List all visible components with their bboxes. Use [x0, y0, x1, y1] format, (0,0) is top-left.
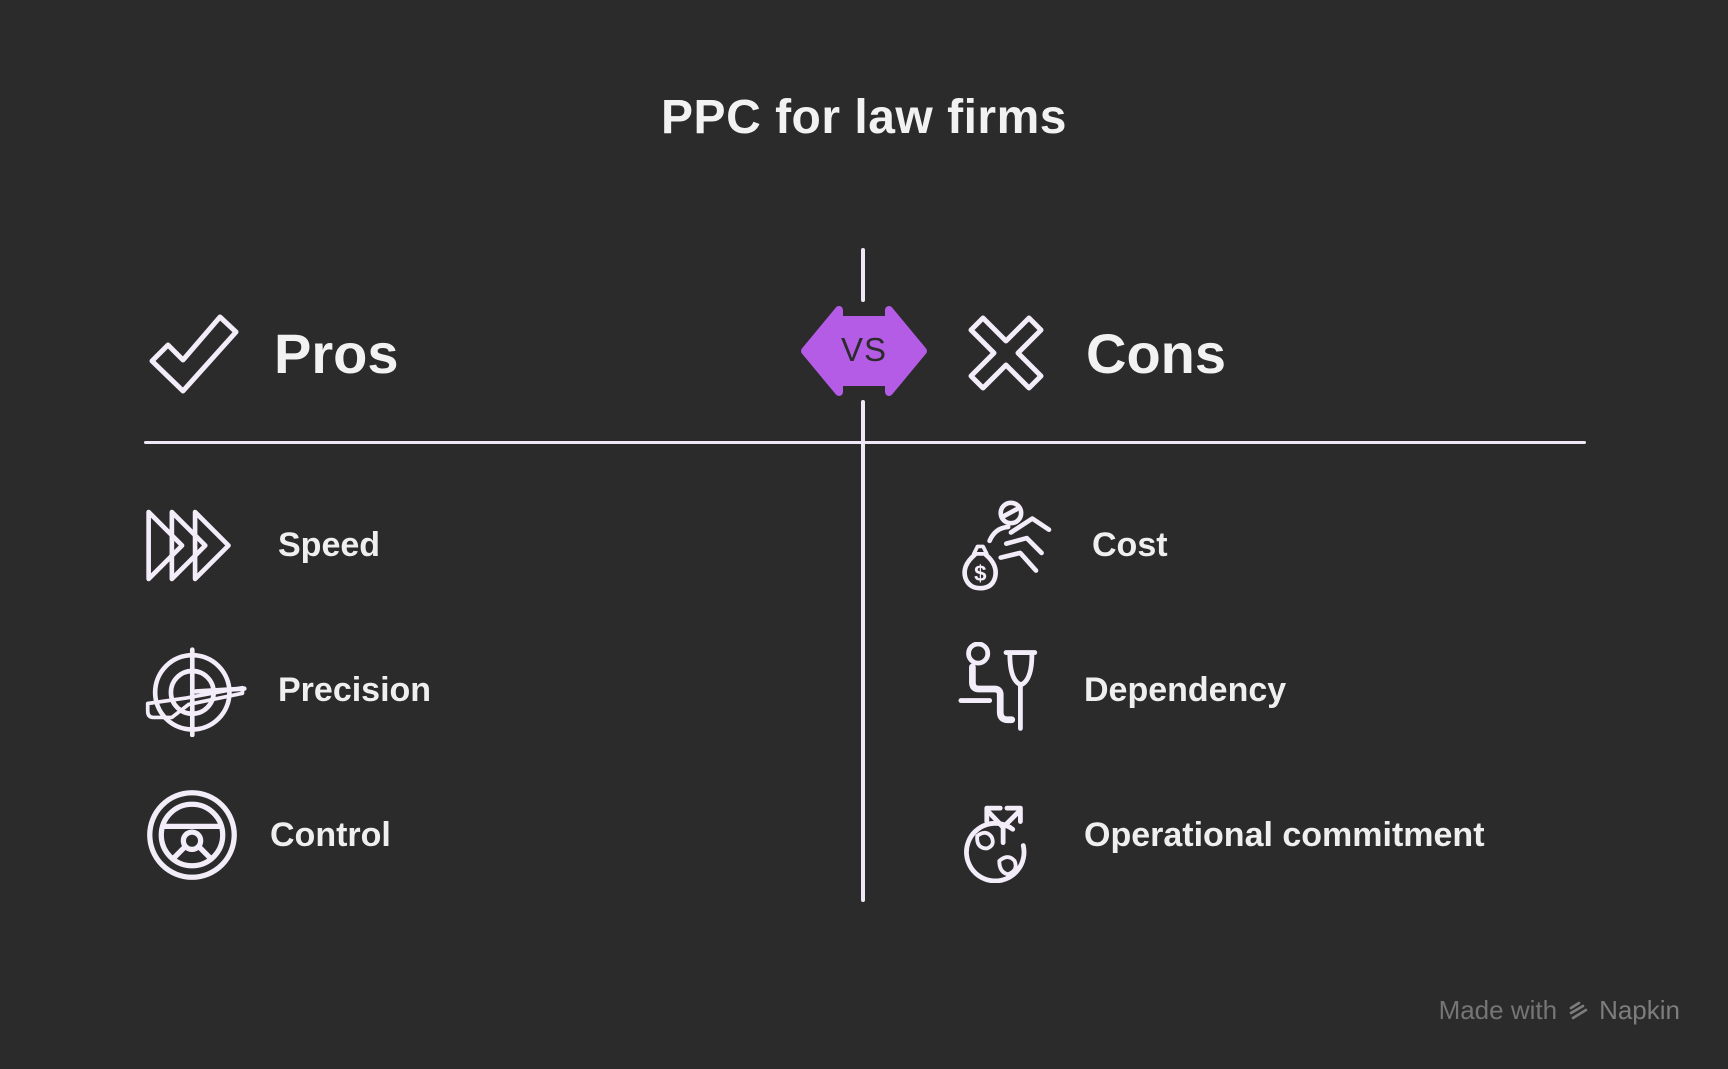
money-bag-runner-icon: $: [958, 499, 1062, 592]
list-item-cost: $ Cost: [958, 497, 1168, 593]
list-item-label: Dependency: [1084, 670, 1287, 709]
list-item-label: Operational commitment: [1084, 815, 1485, 854]
vertical-divider-bottom: [861, 400, 865, 902]
list-item-control: Control: [144, 787, 391, 883]
globe-arrows-icon: [958, 787, 1054, 883]
list-item-operational-commitment: Operational commitment: [958, 787, 1485, 883]
list-item-dependency: Dependency: [958, 642, 1286, 738]
target-rifle-icon: [144, 644, 248, 737]
vs-badge: VS: [801, 306, 927, 396]
vs-double-arrow-badge: [801, 306, 927, 396]
cons-header: Cons: [956, 298, 1226, 408]
cons-header-label: Cons: [1086, 321, 1226, 385]
fast-forward-icon: [144, 499, 248, 592]
list-item-label: Control: [270, 815, 391, 854]
x-icon: [956, 303, 1056, 403]
list-item-label: Precision: [278, 670, 432, 709]
list-item-label: Speed: [278, 525, 381, 564]
person-crutch-icon: [958, 642, 1054, 738]
watermark-prefix: Made with: [1438, 995, 1558, 1025]
vs-label: VS: [840, 331, 888, 368]
pros-header-label: Pros: [274, 321, 399, 385]
page-title: PPC for law firms: [661, 91, 1067, 144]
napkin-logo-icon: [1566, 999, 1590, 1023]
steering-wheel-icon: [144, 787, 240, 883]
watermark-brand: Napkin: [1599, 995, 1680, 1025]
horizontal-divider: [144, 441, 1586, 444]
vertical-divider-top: [861, 248, 865, 302]
pros-header: Pros: [144, 298, 399, 408]
list-item-precision: Precision: [144, 642, 431, 738]
watermark: Made with Napkin: [1439, 995, 1680, 1026]
svg-text:$: $: [974, 560, 987, 585]
check-icon: [144, 303, 244, 403]
list-item-label: Cost: [1092, 525, 1168, 564]
list-item-speed: Speed: [144, 497, 380, 593]
